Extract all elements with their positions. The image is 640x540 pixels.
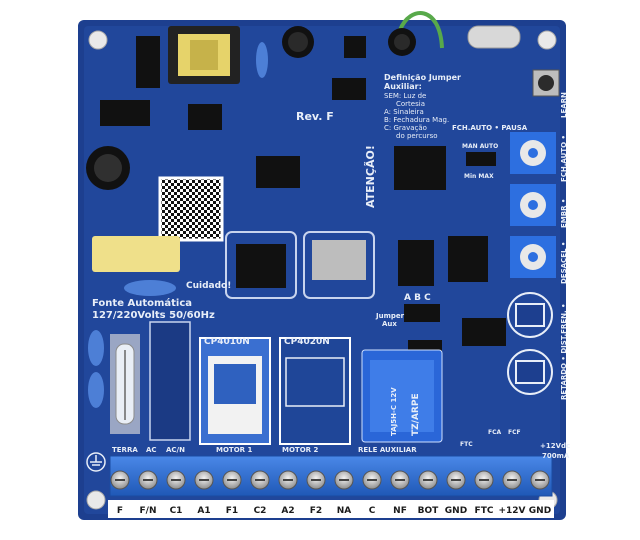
terminal-label: BOT xyxy=(418,506,440,516)
terminal-label: A1 xyxy=(197,506,210,516)
supply-label-2: 127/220Volts 50/60Hz xyxy=(92,310,215,321)
jumper-title: Definição Jumper xyxy=(384,73,461,82)
relay-brand-label: TZ/ARPE xyxy=(411,393,421,436)
fch-auto-label: FCH.AUTO • xyxy=(560,135,568,182)
caution-label: Cuidado! xyxy=(186,281,231,291)
terminal-label: A2 xyxy=(281,506,294,516)
man-auto-label: MAN AUTO xyxy=(462,143,498,150)
ground-symbol-icon xyxy=(86,452,106,472)
ac-label: AC xyxy=(146,446,157,454)
min-max-label: Min MAX xyxy=(464,173,494,180)
jumper-subtitle: Auxiliar: xyxy=(384,82,422,91)
jumper-aux-label: Jumper xyxy=(375,312,405,320)
supply-label-1: Fonte Automática xyxy=(92,297,192,309)
jumper-opt-c2: do percurso xyxy=(396,132,438,140)
terminal-label: GND xyxy=(529,506,551,516)
fuse xyxy=(110,334,140,434)
terminal-label: GND xyxy=(445,506,467,516)
desacel-label: DESACEL • xyxy=(560,242,568,284)
integrated-circuits xyxy=(100,36,506,346)
crystal-oscillator xyxy=(467,25,521,49)
fcf-label: FCF xyxy=(508,429,521,436)
terminal-label-strip xyxy=(108,500,554,518)
blue-caps xyxy=(88,42,268,408)
terminal-label: C xyxy=(369,506,376,516)
trimpots xyxy=(510,132,556,278)
green-wire xyxy=(398,11,444,49)
cp4020-label: CP4020N xyxy=(284,337,330,347)
terminal-label: NA xyxy=(337,506,352,516)
terminal-label: F/N xyxy=(140,506,157,516)
terminal-label: F xyxy=(117,506,123,516)
12vdc-label: +12Vdc xyxy=(540,442,570,450)
terminal-labels: F F/N C1 A1 F1 C2 A2 F2 NA C NF BOT GND FTC +12V GND xyxy=(117,506,551,516)
terminal-label: C1 xyxy=(170,506,183,516)
relay-model-label: TAJ5H-C 12V xyxy=(390,387,398,436)
terminal-label: NF xyxy=(393,506,407,516)
silkscreen-text: Rev. F Cuidado! Fonte Automática 127/220… xyxy=(92,73,570,460)
terminal-block xyxy=(109,455,553,497)
x-capacitor xyxy=(92,236,180,272)
embr-label: EMBR • xyxy=(560,199,568,228)
retardo-dist-label: RETARDO • DIST.FREN. • xyxy=(560,303,568,400)
capacitors xyxy=(86,26,416,190)
terminal-label: C2 xyxy=(254,506,267,516)
auxiliary-relay xyxy=(361,349,443,443)
learn-button xyxy=(532,69,560,97)
jumper-abc: A B C xyxy=(404,293,431,303)
transformer xyxy=(168,26,240,84)
jumper-opt-c: C: Gravação xyxy=(384,124,427,132)
jumper-opt-cortesia: Cortesia xyxy=(396,100,425,108)
qr-code xyxy=(158,176,224,242)
ac-n-label: AC/N xyxy=(166,446,185,454)
fch-auto-pausa-label: FCH.AUTO • PAUSA xyxy=(452,124,528,132)
700ma-label: 700mA xyxy=(542,452,570,460)
cp4010-module xyxy=(199,337,271,445)
jumper-opt-a: A: Sinaleira xyxy=(384,108,424,116)
jumper-opt-sem: SEM: Luz de xyxy=(384,92,426,100)
terminal-label: F1 xyxy=(226,506,238,516)
cp4020-module xyxy=(279,337,351,445)
terminal-label: FTC xyxy=(475,506,494,516)
terminal-label: F2 xyxy=(310,506,322,516)
cp4010-label: CP4010N xyxy=(204,337,250,347)
jumper-opt-b: B: Fechadura Mag. xyxy=(384,116,449,124)
jumper-aux-label-2: Aux xyxy=(382,320,397,328)
motor1-label: MOTOR 1 xyxy=(216,446,252,454)
learn-label: LEARN xyxy=(560,92,568,118)
motor2-label: MOTOR 2 xyxy=(282,446,318,454)
rele-aux-label: RELE AUXILIAR xyxy=(358,446,417,454)
terra-label: TERRA xyxy=(112,446,138,454)
ftc-label: FTC xyxy=(460,441,473,448)
fca-label: FCA xyxy=(488,429,502,436)
motor-relays xyxy=(149,321,191,441)
rotary-pots xyxy=(507,292,553,395)
mosfets xyxy=(225,231,375,299)
revision-label: Rev. F xyxy=(296,110,334,123)
warning-label: ATENÇÃO! xyxy=(364,145,377,208)
terminal-label: +12V xyxy=(498,506,525,516)
